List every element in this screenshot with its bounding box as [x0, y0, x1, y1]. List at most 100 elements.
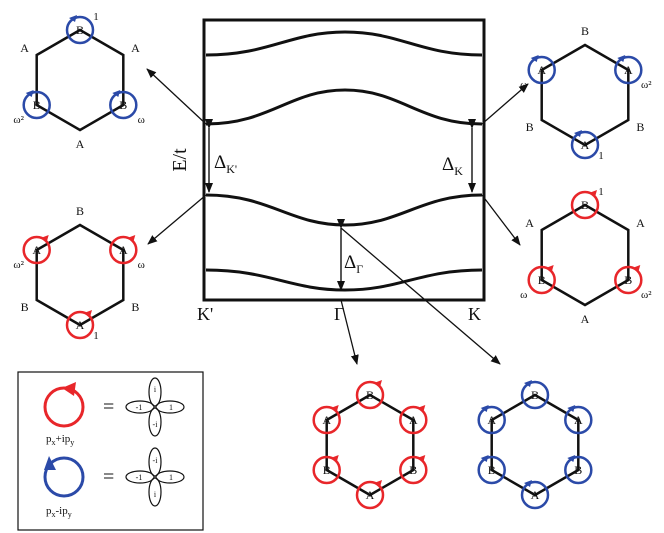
x-tick-gamma: Γ [334, 304, 344, 324]
orbital-arrow-icon [374, 380, 382, 387]
orbital-arrow-icon [69, 15, 77, 22]
blue-lobes-diagram: -i -1 1 i [125, 447, 185, 507]
orbital-arrow-icon [567, 455, 576, 462]
arrow-to-top-left [146, 68, 207, 125]
phase-label: ω² [641, 289, 652, 301]
phase-label: ω [520, 79, 527, 91]
site-label: A [624, 63, 633, 77]
arrow-to-bottom-center [340, 299, 359, 365]
orbital-ring-icon [564, 455, 593, 485]
blue-lobe-top: -i [153, 456, 159, 465]
legend-blue-label: px-ipy [46, 505, 72, 519]
red-orbital-icon [43, 386, 85, 428]
site-label: B [531, 388, 539, 402]
orbital-ring-icon [65, 15, 95, 45]
site-label: A [322, 413, 331, 427]
gap-k-label: ΔK [442, 154, 463, 178]
orbital-arrow-icon [417, 455, 426, 462]
site-label: A [76, 137, 85, 151]
phase-label: ω [520, 289, 527, 301]
hexagon-outline [540, 203, 630, 307]
legend-equals-blue: = [103, 466, 114, 488]
orbital-ring-icon [355, 480, 385, 510]
orbital-arrow-icon [524, 480, 532, 487]
orbital-ring-icon [477, 405, 506, 435]
site-label: B [76, 204, 84, 218]
phase-label: 1 [598, 150, 604, 162]
phase-label: 1 [598, 186, 604, 198]
red-lobe-right: 1 [169, 403, 173, 412]
orbital-arrow-icon [374, 480, 382, 487]
red-lobe-bottom: -i [153, 420, 159, 429]
site-label: B [76, 23, 84, 37]
orbital-arrow-icon [574, 130, 582, 137]
hexagon-outline [35, 28, 125, 132]
orbital-ring-icon [570, 130, 600, 160]
site-label: B [624, 273, 632, 287]
phase-label: 1 [93, 11, 99, 23]
orbital-arrow-icon [25, 90, 34, 97]
site-label: B [366, 388, 374, 402]
site-label: B [21, 300, 29, 314]
orbital-ring-icon [109, 235, 138, 265]
blue-arrowhead-icon [44, 456, 56, 470]
band-frame [202, 18, 486, 302]
site-label: A [131, 41, 140, 55]
band-1 [205, 30, 483, 57]
orbital-arrow-icon [417, 405, 426, 412]
y-axis-label: E/t [169, 148, 191, 172]
site-label: A [32, 243, 41, 257]
site-label: A [574, 413, 583, 427]
hexagon-outline [490, 393, 580, 497]
site-label: A [581, 138, 590, 152]
arrow-to-bottom-right [340, 227, 501, 365]
orbital-arrow-icon [330, 455, 339, 462]
orbital-arrow-icon [524, 380, 532, 387]
site-label: B [131, 300, 139, 314]
site-label: A [487, 413, 496, 427]
orbital-ring-icon [570, 190, 600, 220]
site-label: A [119, 243, 128, 257]
orbital-ring-icon [527, 55, 556, 85]
orbital-ring-icon [22, 235, 51, 265]
site-label: B [33, 98, 41, 112]
phase-label: ω² [641, 79, 652, 91]
blue-lobe-right: 1 [169, 473, 173, 482]
orbital-arrow-icon [589, 190, 597, 197]
site-label: A [525, 216, 534, 230]
red-arrowhead-icon [62, 382, 76, 396]
x-tick-k: K [468, 304, 481, 324]
site-label: B [323, 463, 331, 477]
site-label: A [366, 488, 375, 502]
orbital-ring-icon [614, 55, 643, 85]
orbital-arrow-icon [530, 55, 539, 62]
orbital-ring-icon [477, 455, 506, 485]
pointer-arrows [146, 68, 529, 365]
orbital-arrow-icon [632, 265, 641, 272]
orbital-ring-icon [527, 265, 556, 295]
orbital-ring-icon [355, 380, 385, 410]
orbital-arrow-icon [127, 235, 136, 242]
blue-lobe-left: -1 [136, 473, 143, 482]
band-panel: ΔK' ΔK ΔΓ E/t K' Γ K [169, 18, 486, 324]
orbital-ring-icon [520, 380, 550, 410]
site-label: B [581, 24, 589, 38]
orbital-arrow-icon [480, 455, 489, 462]
orbital-arrow-icon [330, 405, 339, 412]
orbital-ring-icon [564, 405, 593, 435]
site-label: B [636, 120, 644, 134]
orbital-arrow-icon [40, 235, 49, 242]
red-lobe-left: -1 [136, 403, 143, 412]
phase-label: ω² [13, 259, 24, 271]
phase-label: ω [138, 259, 145, 271]
orbital-arrow-icon [84, 310, 92, 317]
hexagon-outline [540, 43, 630, 147]
orbital-ring-icon [399, 405, 428, 435]
orbital-arrow-icon [480, 405, 489, 412]
site-label: B [574, 463, 582, 477]
orbital-ring-icon [614, 265, 643, 295]
